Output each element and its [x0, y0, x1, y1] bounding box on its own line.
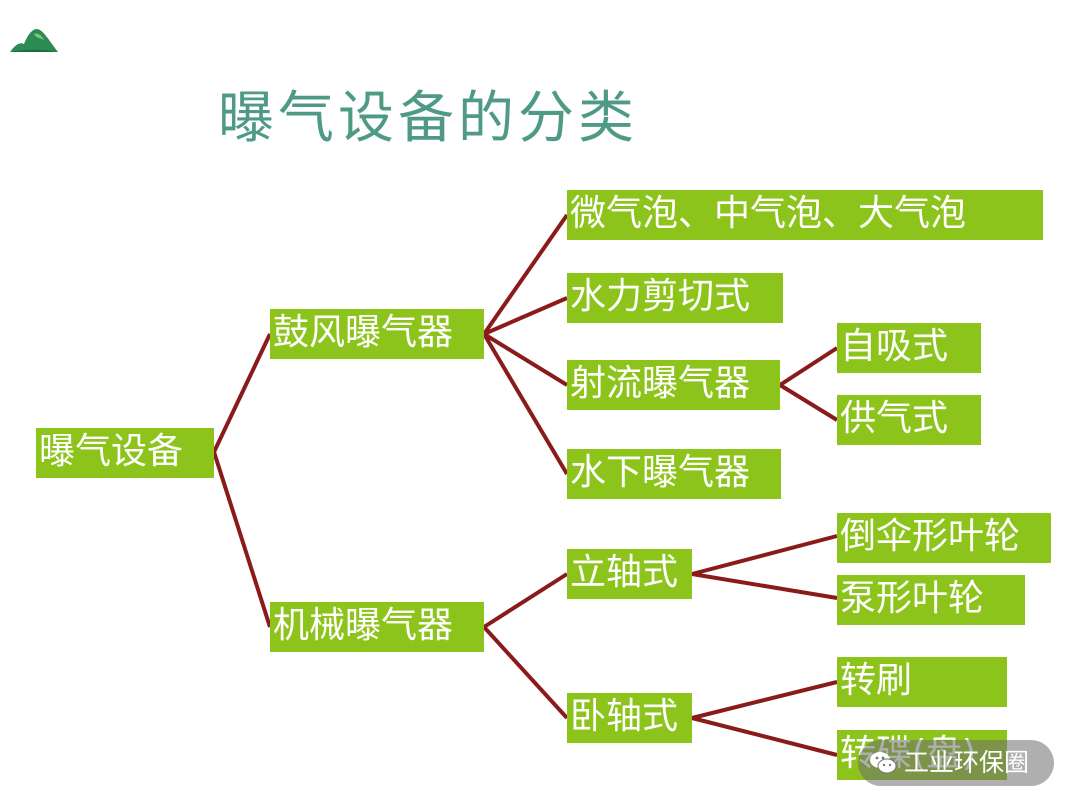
node-air-supply: 供气式: [837, 395, 981, 445]
connector-jet-self: [778, 346, 839, 387]
connector-jet-supply: [778, 383, 839, 422]
connector-mech-horizontal: [482, 625, 569, 720]
connector-blower-shear: [483, 296, 568, 336]
wechat-icon: [870, 752, 897, 774]
connector-mech-vertical: [482, 572, 569, 629]
connector-root-blower: [212, 333, 272, 453]
connector-vertical-pump: [691, 572, 838, 600]
connector-blower-jet: [482, 332, 569, 387]
page-title: 曝气设备的分类: [218, 86, 638, 151]
node-hydraulic-shear: 水力剪切式: [567, 273, 783, 323]
node-vertical-shaft: 立轴式: [567, 549, 692, 599]
node-blower-aerator: 鼓风曝气器: [270, 309, 484, 359]
connector-root-mech: [212, 451, 272, 628]
connector-horizontal-disc: [691, 716, 838, 757]
node-self-suction: 自吸式: [837, 323, 981, 373]
connector-vertical-umbrella: [691, 534, 838, 576]
node-mechanical-aerator: 机械曝气器: [270, 602, 484, 652]
node-underwater-aerator: 水下曝气器: [567, 449, 781, 499]
watermark-text: 工业环保圈: [904, 748, 1030, 777]
node-horizontal-shaft: 卧轴式: [567, 693, 692, 743]
node-bubble-sizes: 微气泡、中气泡、大气泡: [567, 190, 1043, 240]
node-root: 曝气设备: [36, 428, 214, 478]
node-inverted-umbrella-impeller: 倒伞形叶轮: [837, 513, 1051, 563]
mountain-logo-icon: [10, 28, 58, 52]
node-pump-impeller: 泵形叶轮: [837, 575, 1025, 625]
node-rotating-brush: 转刷: [837, 657, 1007, 707]
watermark: 工业环保圈: [858, 740, 1054, 786]
node-jet-aerator: 射流曝气器: [567, 360, 780, 410]
connector-blower-underwater: [482, 332, 569, 476]
connector-blower-bubbles: [482, 213, 569, 336]
connector-horizontal-brush: [691, 680, 838, 720]
